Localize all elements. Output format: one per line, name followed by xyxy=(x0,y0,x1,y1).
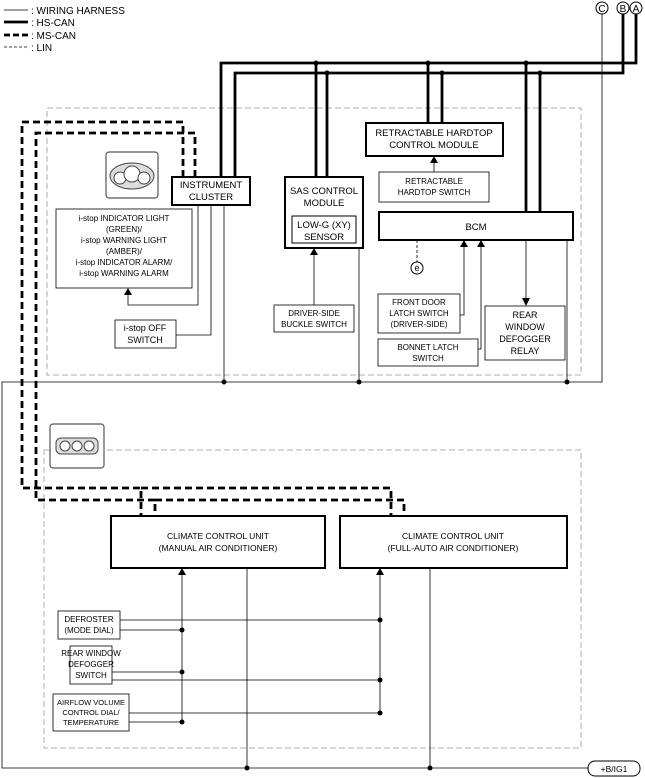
power-junctions xyxy=(221,379,570,771)
legend-wiring-harness: : WIRING HARNESS xyxy=(31,6,125,17)
connector-a-label: A xyxy=(633,4,640,15)
bonnet-line2: SWITCH xyxy=(412,354,444,363)
istop-indicator-line2: (GREEN)/ xyxy=(106,225,143,234)
istop-indicator-line1: i-stop INDICATOR LIGHT xyxy=(79,214,170,223)
defroster-line1: DEFROSTER xyxy=(64,615,114,624)
bonnet-latch-switch: BONNET LATCH SWITCH xyxy=(377,338,479,367)
relay-line3: DEFOGGER xyxy=(499,334,551,344)
relay-line4: RELAY xyxy=(511,346,540,356)
signal-junctions xyxy=(179,617,383,725)
istop-indicator-line5: i-stop INDICATOR ALARM/ xyxy=(76,258,173,267)
relay-line2: WINDOW xyxy=(505,322,545,332)
ccu-full-line1: CLIMATE CONTROL UNIT xyxy=(402,531,504,541)
sas-line2: MODULE xyxy=(304,198,345,209)
istop-indicator-box: i-stop INDICATOR LIGHT (GREEN)/ i-stop W… xyxy=(55,208,193,289)
signal-wiring xyxy=(112,160,527,723)
ms-can-bus xyxy=(20,120,406,516)
connector-b-label: B xyxy=(620,4,627,15)
airflow-line2: CONTROL DIAL/ xyxy=(62,708,120,717)
climate-panel-pictogram xyxy=(49,423,105,469)
buckle-line2: BUCKLE SWITCH xyxy=(281,320,347,329)
instrument-cluster-pictogram xyxy=(105,151,159,199)
ccu-full-line2: (FULL-AUTO AIR CONDITIONER) xyxy=(388,543,519,553)
low-g-sensor xyxy=(291,215,357,244)
front-door-line3: (DRIVER-SIDE) xyxy=(391,320,448,329)
connector-a: A xyxy=(629,1,643,15)
hardtop-module-line1: RETRACTABLE HARDTOP xyxy=(375,128,492,139)
hardtop-switch-line1: RETRACTABLE xyxy=(405,177,463,186)
connector-b: B xyxy=(616,1,630,15)
istop-off-line2: SWITCH xyxy=(127,335,163,345)
hs-can-junctions xyxy=(313,60,543,76)
upper-region-frame xyxy=(46,107,582,376)
low-g-line1: LOW-G (XY) xyxy=(297,220,351,231)
airflow-volume-dial: AIRFLOW VOLUME CONTROL DIAL/ TEMPERATURE xyxy=(52,693,130,732)
lower-region-frame xyxy=(43,449,582,749)
sas-control-module: SAS CONTROL MODULE LOW-G (XY) SENSOR xyxy=(284,176,364,249)
low-g-line2: SENSOR xyxy=(304,232,344,243)
istop-off-line1: i-stop OFF xyxy=(124,323,167,333)
front-door-line1: FRONT DOOR xyxy=(392,298,446,307)
power-supply-label: +B/IG1 xyxy=(601,764,628,774)
ccu-manual-line1: CLIMATE CONTROL UNIT xyxy=(167,531,269,541)
legend: : WIRING HARNESS : HS-CAN : MS-CAN : LIN xyxy=(4,6,125,54)
rear-window-defogger-switch: REAR WINDOW DEFOGGER SWITCH xyxy=(61,645,121,685)
rw-switch-line1: REAR WINDOW xyxy=(61,649,121,658)
rw-switch-line2: DEFOGGER xyxy=(68,660,114,669)
rear-window-defogger-relay: REAR WINDOW DEFOGGER RELAY xyxy=(484,305,566,361)
retractable-hardtop-switch: RETRACTABLE HARDTOP SWITCH xyxy=(378,171,490,203)
relay-line1: REAR xyxy=(512,310,538,320)
retractable-hardtop-module: RETRACTABLE HARDTOP CONTROL MODULE xyxy=(365,122,504,157)
legend-lin: : LIN xyxy=(31,43,52,54)
front-door-latch-switch: FRONT DOOR LATCH SWITCH (DRIVER-SIDE) xyxy=(377,293,461,334)
rw-switch-line3: SWITCH xyxy=(75,671,107,680)
defroster-line2: (MODE DIAL) xyxy=(64,626,114,635)
connector-e: e xyxy=(410,261,424,275)
connector-e-label: e xyxy=(414,263,419,273)
airflow-line1: AIRFLOW VOLUME xyxy=(57,698,125,707)
connector-c-label: C xyxy=(598,4,605,15)
airflow-line3: TEMPERATURE xyxy=(63,718,119,727)
instrument-cluster-line2: CLUSTER xyxy=(189,192,233,203)
driver-buckle-switch: DRIVER-SIDE BUCKLE SWITCH xyxy=(273,304,355,333)
instrument-cluster-line1: INSTRUMENT xyxy=(180,180,242,191)
legend-ms-can: : MS-CAN xyxy=(31,31,76,42)
hardtop-module-line2: CONTROL MODULE xyxy=(389,140,478,151)
power-supply-terminal: +B/IG1 xyxy=(587,760,641,777)
hardtop-switch-line2: HARDTOP SWITCH xyxy=(398,188,471,197)
power-wiring xyxy=(1,14,603,769)
front-door-line2: LATCH SWITCH xyxy=(389,309,449,318)
legend-hs-can: : HS-CAN xyxy=(31,18,75,29)
istop-off-switch: i-stop OFF SWITCH xyxy=(114,319,177,349)
defroster-mode-dial: DEFROSTER (MODE DIAL) xyxy=(57,610,121,640)
sas-line1: SAS CONTROL xyxy=(290,186,358,197)
climate-control-unit-manual: CLIMATE CONTROL UNIT (MANUAL AIR CONDITI… xyxy=(110,515,326,569)
buckle-line1: DRIVER-SIDE xyxy=(288,309,340,318)
instrument-cluster: INSTRUMENT CLUSTER xyxy=(171,176,251,206)
bcm-label: BCM xyxy=(465,222,486,233)
connector-c: C xyxy=(595,1,609,15)
bcm: BCM xyxy=(378,211,574,241)
bonnet-line1: BONNET LATCH xyxy=(397,343,458,352)
climate-control-unit-full-auto: CLIMATE CONTROL UNIT (FULL-AUTO AIR COND… xyxy=(339,515,568,569)
ccu-manual-line2: (MANUAL AIR CONDITIONER) xyxy=(159,543,278,553)
istop-indicator-line4: (AMBER)/ xyxy=(106,247,143,256)
istop-indicator-line6: i-stop WARNING ALARM xyxy=(79,269,169,278)
istop-indicator-line3: i-stop WARNING LIGHT xyxy=(81,236,167,245)
